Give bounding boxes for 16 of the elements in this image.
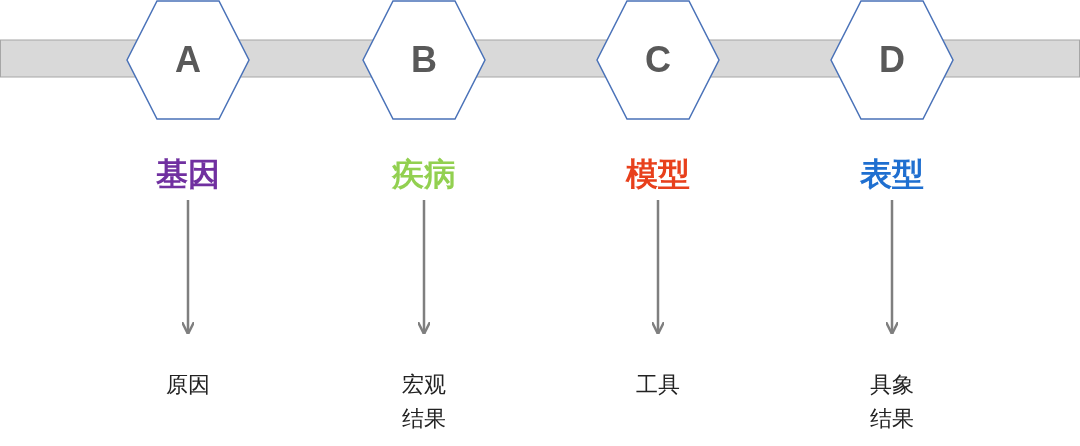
description-text: 工具 <box>618 334 698 446</box>
category-label: 表型 <box>832 150 952 200</box>
hexagon: D <box>830 0 954 120</box>
hexagon: A <box>126 0 250 120</box>
arrow <box>650 200 666 336</box>
hexagon: B <box>362 0 486 120</box>
category-label: 基因 <box>128 150 248 200</box>
arrow <box>884 200 900 336</box>
category-label: 疾病 <box>364 150 484 200</box>
category-label: 模型 <box>598 150 718 200</box>
arrow <box>416 200 432 336</box>
arrow <box>180 200 196 336</box>
description-text: 具象结果 <box>852 334 932 446</box>
description-text: 原因 <box>148 334 228 446</box>
hexagon: C <box>596 0 720 120</box>
description-text: 宏观结果 <box>384 334 464 446</box>
